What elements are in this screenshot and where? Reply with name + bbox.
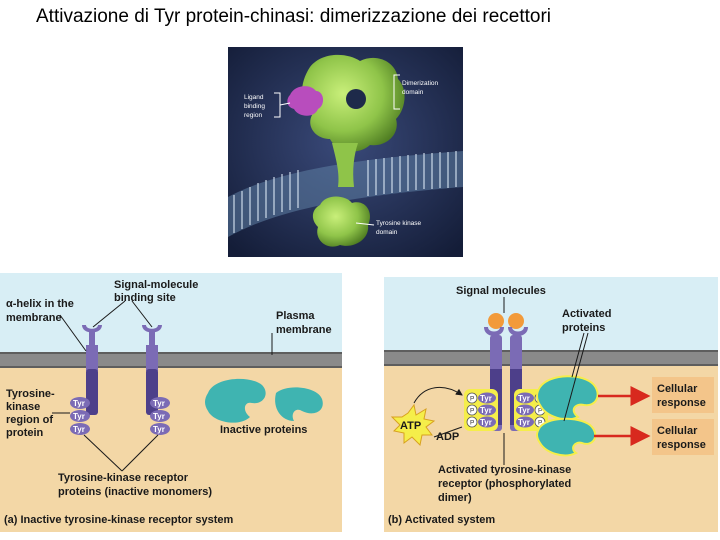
- label-activated-receptor-2: receptor (phosphorylated: [438, 478, 571, 490]
- panel-a-membrane: [0, 353, 342, 367]
- label-plasma-membrane-2: membrane: [276, 324, 332, 336]
- cellular-response-1b: response: [657, 397, 706, 409]
- panel-b-caption: (b) Activated system: [388, 514, 495, 526]
- pointer-receptor-1: [83, 434, 123, 472]
- label-activated-proteins-1: Activated: [562, 308, 612, 320]
- tyr-b-r1: Tyr: [518, 394, 530, 403]
- arrow-atp-to-tyr: [413, 387, 463, 404]
- label-ligand-binding-1: Ligand: [244, 94, 264, 101]
- label-alpha-helix-2: membrane: [6, 312, 62, 324]
- phosphate-l1: P: [470, 396, 474, 403]
- phosphate-r2: P: [538, 408, 542, 415]
- tyr-b-r2: Tyr: [518, 406, 530, 415]
- tyr-b-l2: Tyr: [480, 406, 492, 415]
- panel-b: Tyr Tyr Tyr Tyr Tyr Tyr P P P P P P Cell…: [384, 277, 718, 532]
- label-receptor-proteins-2: proteins (inactive monomers): [58, 486, 212, 498]
- ligand-molecule: [287, 86, 324, 116]
- pointer-activated-1: [571, 332, 585, 378]
- phosphate-l2: P: [470, 408, 474, 415]
- label-signal-molecules: Signal molecules: [456, 285, 546, 297]
- panel-a: Tyr Tyr Tyr Tyr Tyr Tyr α-helix in the m…: [0, 273, 342, 532]
- membrane-helix-band: [228, 151, 463, 237]
- cellular-response-box-2: [652, 419, 714, 455]
- pointer-alpha-helix: [59, 314, 87, 352]
- tyr-a1-3: Tyr: [73, 425, 85, 434]
- tyr-a2-3: Tyr: [153, 425, 165, 434]
- bracket-dimerization: [393, 74, 400, 110]
- tyr-b-l1: Tyr: [480, 394, 492, 403]
- label-tk-region-3: region of: [6, 414, 53, 426]
- pointer-signal-site-2: [131, 300, 153, 328]
- cellular-response-2b: response: [657, 439, 706, 451]
- label-activated-receptor-3: dimer): [438, 492, 472, 504]
- micrograph-figure: Ligand binding region Dimerization domai…: [228, 47, 463, 257]
- signal-molecule-2: [508, 313, 524, 329]
- panel-a-caption: (a) Inactive tyrosine-kinase receptor sy…: [4, 514, 233, 526]
- tyr-b-l3: Tyr: [480, 418, 492, 427]
- label-tk-domain-2: domain: [376, 229, 398, 236]
- pointer-activated-2: [563, 332, 589, 422]
- label-tk-region-2: kinase: [6, 401, 40, 413]
- tyr-a1-2: Tyr: [73, 412, 85, 421]
- panel-b-membrane: [384, 351, 718, 365]
- tyr-a1-1: Tyr: [73, 399, 85, 408]
- phosphate-r3: P: [538, 420, 542, 427]
- tyr-b-r3: Tyr: [518, 418, 530, 427]
- label-receptor-proteins-1: Tyrosine-kinase receptor: [58, 472, 189, 484]
- phosphate-l3: P: [470, 420, 474, 427]
- inactive-protein-2: [275, 387, 323, 421]
- pointer-tk: [355, 222, 375, 226]
- receptor-monomer-1: [70, 325, 102, 435]
- label-ligand-binding-3: region: [244, 112, 262, 119]
- pointer-signal-site-1: [92, 300, 126, 328]
- atp-starburst: [390, 403, 436, 447]
- tyr-a2-2: Tyr: [153, 412, 165, 421]
- receptor-monomer-2: [142, 325, 170, 435]
- label-tk-region-1: Tyrosine-: [6, 388, 55, 400]
- label-activated-proteins-2: proteins: [562, 322, 605, 334]
- panel-a-sky: [0, 273, 342, 355]
- label-alpha-helix-1: α-helix in the: [6, 298, 74, 310]
- label-signal-site-1: Signal-molecule: [114, 279, 198, 291]
- arrow-atp-to-adp: [433, 426, 463, 438]
- cellular-response-2a: Cellular: [657, 425, 698, 437]
- activated-protein-2: [536, 417, 597, 457]
- receptor-stalk: [332, 143, 358, 187]
- label-signal-site-2: binding site: [114, 292, 176, 304]
- activated-protein-1: [536, 375, 599, 421]
- inactive-protein-1: [205, 378, 266, 423]
- label-dimerization-2: domain: [402, 89, 424, 96]
- cellular-response-box-1: [652, 377, 714, 413]
- label-inactive-proteins: Inactive proteins: [220, 424, 307, 436]
- panel-b-sky: [384, 277, 718, 353]
- signal-molecule-1: [488, 313, 504, 329]
- dimer-hole: [346, 89, 366, 109]
- cellular-response-1a: Cellular: [657, 383, 698, 395]
- phospho-tyr-left: [464, 389, 498, 431]
- label-ligand-binding-2: binding: [244, 103, 265, 110]
- label-tk-domain-1: Tyrosine kinase: [376, 220, 422, 227]
- label-plasma-membrane-1: Plasma: [276, 310, 315, 322]
- label-adp: ADP: [436, 431, 459, 443]
- label-tk-region-4: protein: [6, 427, 44, 439]
- pointer-receptor-2: [121, 434, 159, 472]
- label-atp: ATP: [400, 420, 421, 432]
- tyr-a2-1: Tyr: [153, 399, 165, 408]
- kinase-domain-blob: [312, 196, 371, 247]
- slide-title: Attivazione di Tyr protein-chinasi: dime…: [36, 6, 551, 27]
- label-activated-receptor-1: Activated tyrosine-kinase: [438, 464, 571, 476]
- label-dimerization-1: Dimerization: [402, 80, 439, 87]
